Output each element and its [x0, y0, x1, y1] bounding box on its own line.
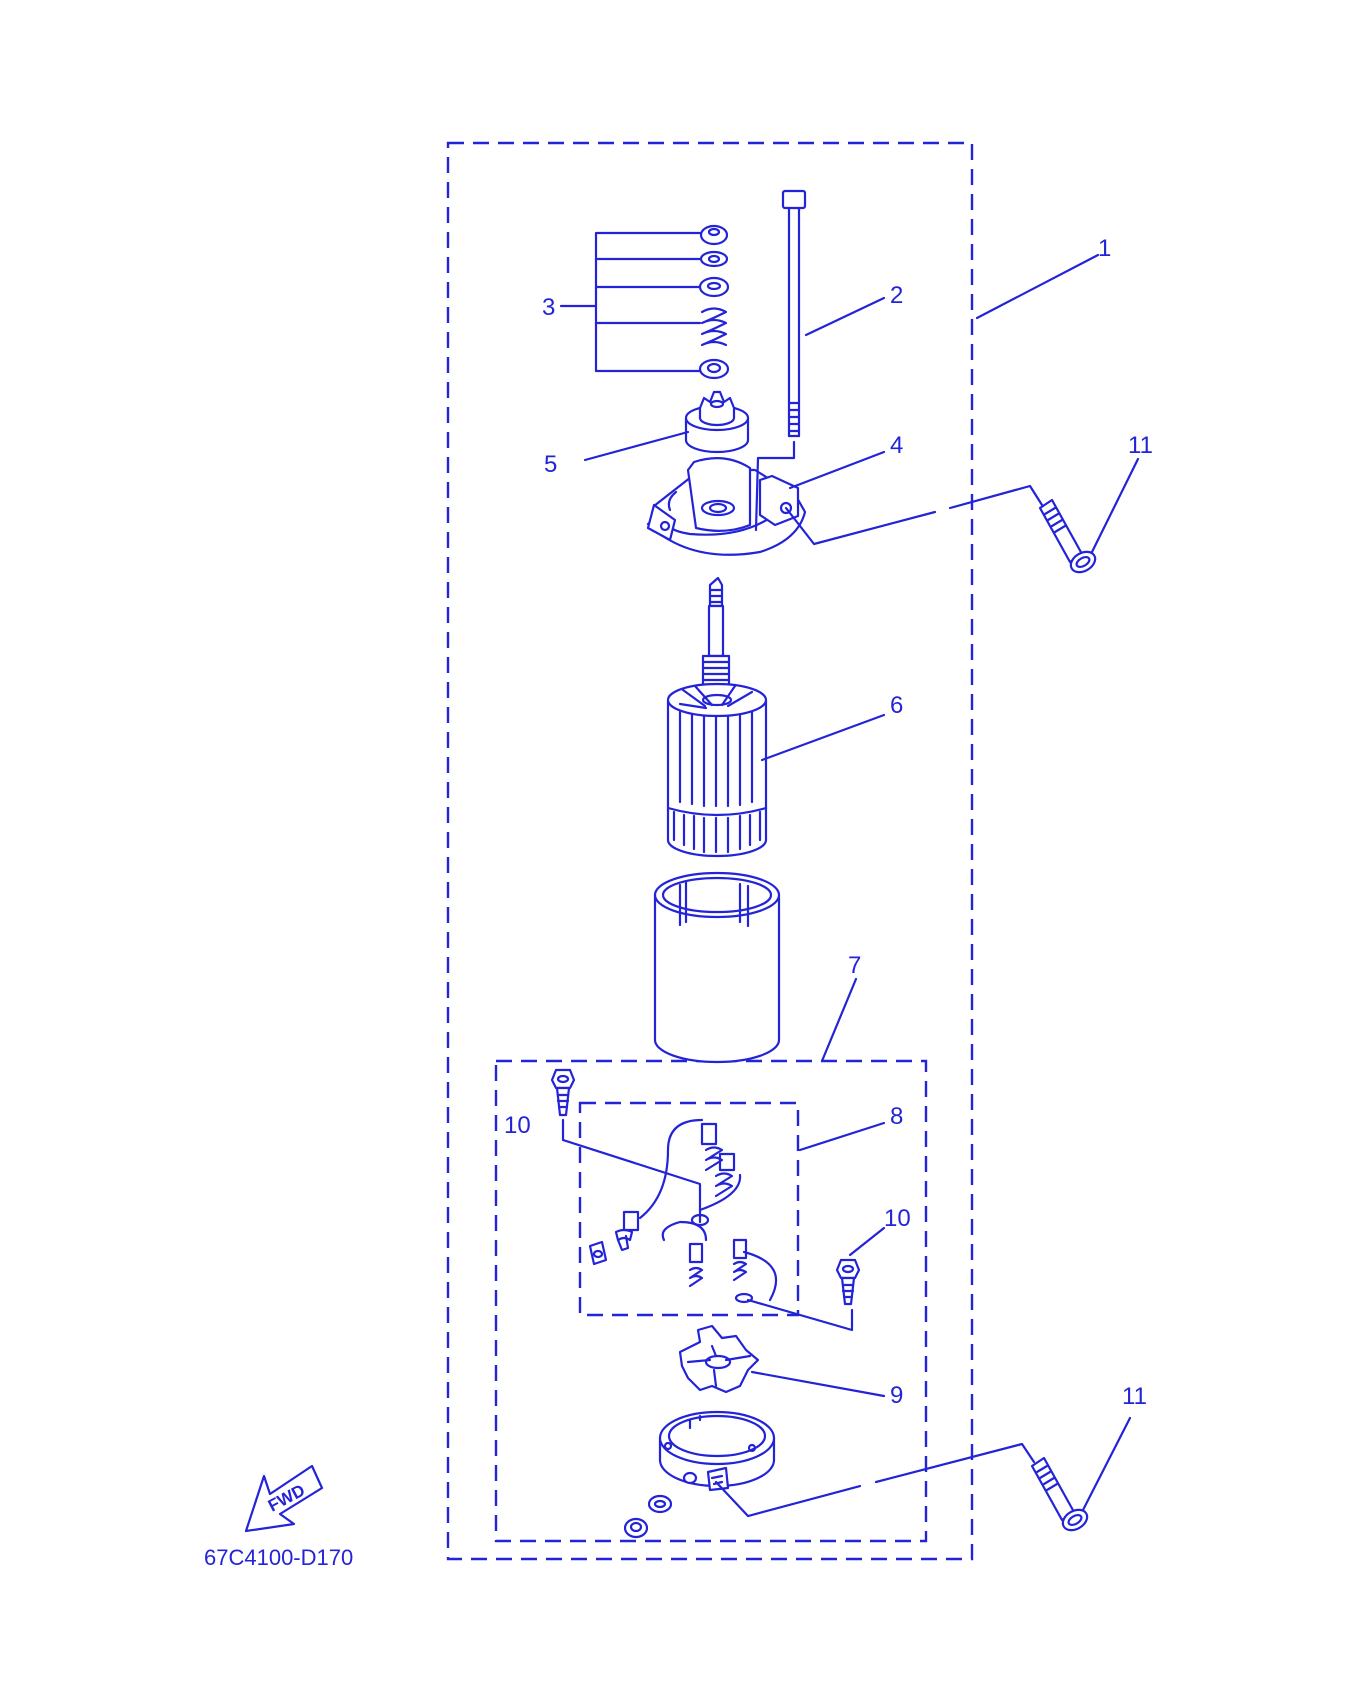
callout-5: 5: [544, 451, 557, 478]
callout-1: 1: [1098, 235, 1111, 262]
rear-cover-part: [623, 1410, 776, 1539]
callout-2: 2: [890, 282, 903, 309]
screw-left-part: [550, 1068, 576, 1117]
through-bolt-part: [781, 189, 807, 438]
callout-10-right: 10: [884, 1205, 911, 1232]
front-cover-part: [646, 457, 807, 556]
callout-4: 4: [890, 432, 903, 459]
callout-7: 7: [848, 952, 861, 979]
fwd-arrow: FWD: [244, 1464, 324, 1533]
callout-8: 8: [890, 1103, 903, 1130]
callout-10-left: 10: [504, 1112, 531, 1139]
brush-holder-part: [588, 1118, 778, 1304]
callout-11-upper: 11: [1128, 432, 1153, 459]
callout-6: 6: [890, 692, 903, 719]
leader-lines: [559, 253, 1140, 1512]
washer-stack-part: [698, 224, 730, 380]
callout-9: 9: [890, 1382, 903, 1409]
assembly-boundary-1: [446, 141, 974, 1561]
mounting-bolt-upper-part: [1038, 498, 1097, 574]
pinion-gear-part: [684, 390, 750, 454]
callout-3: 3: [542, 294, 555, 321]
mounting-bolt-lower-part: [1030, 1456, 1089, 1532]
screw-right-part: [835, 1258, 861, 1306]
assembly-boundary-8: [578, 1101, 800, 1317]
armature-part: [666, 576, 768, 858]
part-code: 67C4100-D170: [204, 1545, 353, 1570]
brush-plate-part: [678, 1324, 760, 1394]
callout-11-lower: 11: [1122, 1383, 1147, 1410]
yoke-part: [653, 871, 781, 1064]
